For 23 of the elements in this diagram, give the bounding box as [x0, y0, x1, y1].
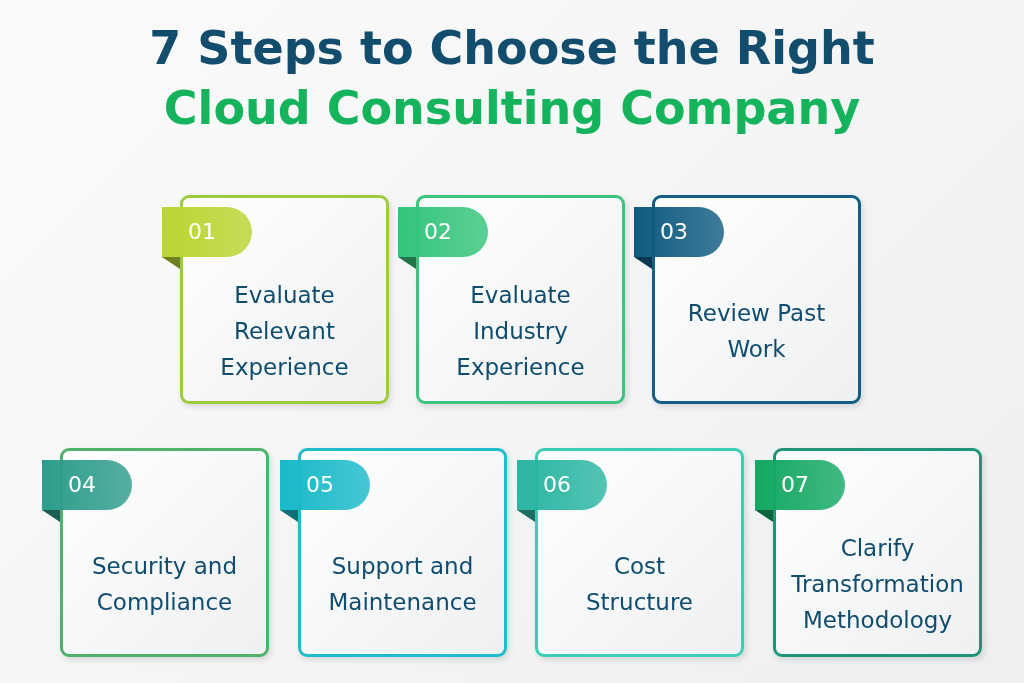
title: 7 Steps to Choose the Right	[148, 20, 876, 77]
step-title: Evaluate Industry Experience	[455, 280, 586, 382]
step-number-tab: 07	[755, 460, 845, 510]
step-card	[60, 448, 269, 657]
step-title: Support and Maintenance	[327, 551, 478, 617]
step-card	[180, 195, 389, 404]
step-number-tab: 06	[517, 460, 607, 510]
step-title: Evaluate Relevant Experience	[219, 280, 350, 382]
subtitle: Cloud Consulting Company	[162, 80, 862, 137]
step-card	[773, 448, 982, 657]
step-title: Security and Compliance	[91, 551, 238, 617]
step-number-tab: 01	[162, 207, 252, 257]
step-card	[416, 195, 625, 404]
step-title: Cost Structure	[585, 551, 694, 617]
step-title: Clarify Transformation Methodology	[790, 533, 965, 635]
step-card	[535, 448, 744, 657]
step-number-tab: 02	[398, 207, 488, 257]
step-number-tab: 05	[280, 460, 370, 510]
step-number-tab: 04	[42, 460, 132, 510]
step-title: Review Past Work	[686, 298, 827, 364]
step-card	[652, 195, 861, 404]
step-card	[298, 448, 507, 657]
step-number-tab: 03	[634, 207, 724, 257]
